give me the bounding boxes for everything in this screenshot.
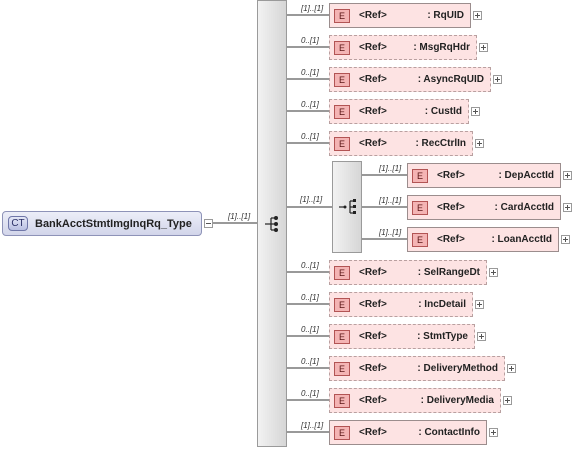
element-name: : MsgRqHdr [413,42,470,53]
complex-type-box[interactable]: CT BankAcctStmtImgInqRq_Type [2,211,202,236]
element-name: : DeliveryMethod [417,363,498,374]
element-ref-label: <Ref> [359,363,387,374]
element-ref-label: <Ref> [359,138,387,149]
element-ref-label: <Ref> [359,331,387,342]
element-cardinality: 0..[1] [301,68,319,77]
element-ref-label: <Ref> [359,427,387,438]
element-ref-label: <Ref> [437,202,465,213]
element-box[interactable]: E <Ref> : RqUID [329,3,471,28]
element-ref-label: <Ref> [437,170,465,181]
element-box[interactable]: E <Ref> : AsyncRqUID [329,67,491,92]
expand-plus-icon[interactable] [471,107,480,116]
element-badge: E [334,72,350,87]
expand-plus-icon[interactable] [563,203,572,212]
element-badge: E [412,168,428,183]
element-ref-label: <Ref> [359,42,387,53]
element-cardinality: 0..[1] [301,36,319,45]
expand-plus-icon[interactable] [563,171,572,180]
element-ref-label: <Ref> [359,395,387,406]
element-badge: E [334,104,350,119]
expand-plus-icon[interactable] [475,300,484,309]
collapse-connector-icon[interactable] [204,219,213,228]
element-badge: E [334,361,350,376]
element-name: : ContactInfo [418,427,480,438]
element-name: : CustId [424,106,462,117]
element-cardinality: 0..[1] [301,261,319,270]
element-ref-label: <Ref> [359,74,387,85]
choice-cardinality: [1]..[1] [300,195,323,204]
expand-plus-icon[interactable] [561,235,570,244]
element-cardinality: [1]..[1] [301,421,324,430]
element-box[interactable]: E <Ref> : DepAcctId [407,163,561,188]
sequence-cardinality: [1]..[1] [228,212,251,221]
element-ref-label: <Ref> [359,267,387,278]
expand-plus-icon[interactable] [493,75,502,84]
element-box[interactable]: E <Ref> : SelRangeDt [329,260,487,285]
element-box[interactable]: E <Ref> : CardAcctId [407,195,561,220]
element-name: : SelRangeDt [417,267,480,278]
element-box[interactable]: E <Ref> : DeliveryMethod [329,356,505,381]
expand-plus-icon[interactable] [475,139,484,148]
element-box[interactable]: E <Ref> : CustId [329,99,469,124]
element-badge: E [412,200,428,215]
element-name: : RecCtrlIn [415,138,466,149]
element-name: : LoanAcctId [491,234,552,245]
element-badge: E [334,329,350,344]
element-box[interactable]: E <Ref> : MsgRqHdr [329,35,477,60]
expand-plus-icon[interactable] [473,11,482,20]
element-cardinality: [1]..[1] [379,164,402,173]
element-ref-label: <Ref> [437,234,465,245]
expand-plus-icon[interactable] [507,364,516,373]
expand-plus-icon[interactable] [489,428,498,437]
element-badge: E [334,265,350,280]
element-cardinality: 0..[1] [301,325,319,334]
element-name: : AsyncRqUID [417,74,484,85]
element-badge: E [334,8,350,23]
expand-plus-icon[interactable] [477,332,486,341]
choice-icon[interactable] [338,198,358,216]
expand-plus-icon[interactable] [503,396,512,405]
element-box[interactable]: E <Ref> : LoanAcctId [407,227,559,252]
element-name: : DeliveryMedia [420,395,494,406]
element-cardinality: 0..[1] [301,357,319,366]
element-box[interactable]: E <Ref> : IncDetail [329,292,473,317]
complex-type-badge: CT [8,216,28,231]
element-box[interactable]: E <Ref> : DeliveryMedia [329,388,501,413]
element-cardinality: [1]..[1] [301,4,324,13]
element-cardinality: 0..[1] [301,389,319,398]
element-name: : CardAcctId [494,202,554,213]
sequence-icon[interactable] [263,215,281,233]
element-name: : IncDetail [418,299,466,310]
element-cardinality: [1]..[1] [379,228,402,237]
element-cardinality: 0..[1] [301,132,319,141]
element-ref-label: <Ref> [359,10,387,21]
expand-plus-icon[interactable] [479,43,488,52]
complex-type-name: BankAcctStmtImgInqRq_Type [35,217,192,230]
element-badge: E [334,136,350,151]
element-name: : RqUID [427,10,464,21]
element-badge: E [334,40,350,55]
element-ref-label: <Ref> [359,106,387,117]
expand-plus-icon[interactable] [489,268,498,277]
element-cardinality: 0..[1] [301,100,319,109]
element-badge: E [412,232,428,247]
element-box[interactable]: E <Ref> : ContactInfo [329,420,487,445]
element-box[interactable]: E <Ref> : RecCtrlIn [329,131,473,156]
element-badge: E [334,297,350,312]
choice-bar [332,161,362,253]
element-badge: E [334,425,350,440]
element-name: : DepAcctId [498,170,554,181]
element-ref-label: <Ref> [359,299,387,310]
element-cardinality: [1]..[1] [379,196,402,205]
element-badge: E [334,393,350,408]
element-cardinality: 0..[1] [301,293,319,302]
element-name: : StmtType [417,331,468,342]
element-box[interactable]: E <Ref> : StmtType [329,324,475,349]
